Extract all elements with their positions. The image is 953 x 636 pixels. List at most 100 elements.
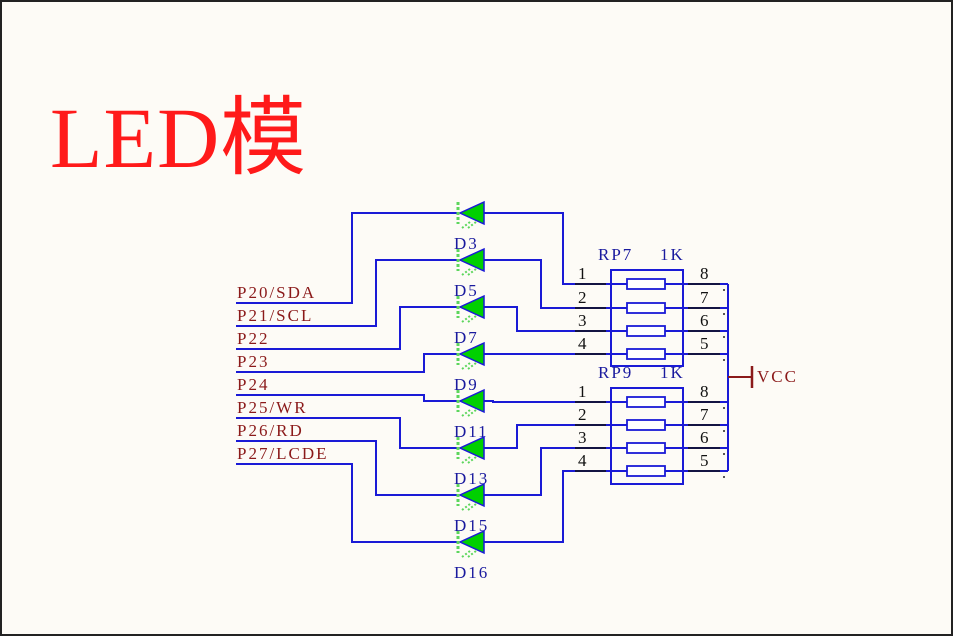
wire-port-7 <box>236 463 458 543</box>
led-ray <box>461 409 471 417</box>
led-d7-icon <box>456 294 485 323</box>
port-label-0: P20/SDA <box>237 283 316 302</box>
led-label-5: D13 <box>454 469 489 488</box>
resistor-pack-ref: RP9 <box>598 363 633 382</box>
pin-number-right: 8 <box>700 382 711 401</box>
led-triangle <box>458 435 485 461</box>
port-label-3: P23 <box>237 352 269 371</box>
pin-dot <box>723 476 725 478</box>
wire-led-1 <box>484 259 606 309</box>
led-ray <box>467 456 477 464</box>
led-label-7: D16 <box>454 563 489 582</box>
pin-number-right: 6 <box>700 428 711 447</box>
resistor-pack-rp7 <box>575 269 728 367</box>
resistor-element <box>626 442 666 454</box>
pin-dot <box>723 430 725 432</box>
pin-dot <box>723 289 725 291</box>
resistor-pack-body <box>610 269 684 367</box>
resistor-pack-body <box>610 387 684 485</box>
pin-number-left: 2 <box>578 288 589 307</box>
resistor-element <box>626 465 666 477</box>
resistor-element <box>626 419 666 431</box>
pin-number-left: 1 <box>578 382 589 401</box>
wire-led-7 <box>484 470 606 543</box>
led-ray <box>467 503 477 511</box>
led-d9-icon <box>456 341 485 370</box>
port-label-6: P26/RD <box>237 421 304 440</box>
led-triangle <box>458 482 485 508</box>
wire-port-5 <box>236 417 458 449</box>
led-triangle <box>458 294 485 320</box>
pin-dot <box>723 359 725 361</box>
port-label-7: P27/LCDE <box>237 444 329 463</box>
pin-number-right: 5 <box>700 334 711 353</box>
resistor-element <box>626 325 666 337</box>
pin-number-left: 4 <box>578 334 589 353</box>
vcc-label: VCC <box>757 367 798 386</box>
led-ray <box>461 362 471 370</box>
led-ray <box>467 315 477 323</box>
led-d5-icon <box>456 247 485 276</box>
wire-led-4 <box>484 400 606 403</box>
pin-number-right: 5 <box>700 451 711 470</box>
led-label-3: D9 <box>454 375 479 394</box>
led-triangle <box>458 529 485 555</box>
port-label-5: P25/WR <box>237 398 308 417</box>
led-label-4: D11 <box>454 422 489 441</box>
resistor-element <box>626 302 666 314</box>
wire-port-0 <box>236 212 458 304</box>
port-label-4: P24 <box>237 375 269 394</box>
wire-led-2 <box>484 306 606 332</box>
pin-dot <box>723 336 725 338</box>
pin-number-left: 3 <box>578 311 589 330</box>
led-ray <box>467 409 477 417</box>
led-d11-icon <box>456 388 485 417</box>
pin-number-right: 7 <box>700 405 711 424</box>
pin-number-left: 2 <box>578 405 589 424</box>
resistor-pack-ref: RP7 <box>598 245 633 264</box>
led-label-1: D5 <box>454 281 479 300</box>
pin-number-left: 4 <box>578 451 589 470</box>
led-d13-icon <box>456 435 485 464</box>
pin-number-right: 8 <box>700 264 711 283</box>
led-ray <box>467 362 477 370</box>
led-ray <box>467 268 477 276</box>
pin-number-left: 1 <box>578 264 589 283</box>
led-ray <box>461 268 471 276</box>
resistor-pack-value: 1K <box>660 363 685 382</box>
port-label-2: P22 <box>237 329 269 348</box>
pin-number-right: 7 <box>700 288 711 307</box>
led-ray <box>467 550 477 558</box>
led-triangle <box>458 200 485 226</box>
resistor-pack-rp9 <box>575 387 728 485</box>
resistor-element <box>626 348 666 360</box>
led-label-0: D3 <box>454 234 479 253</box>
pin-number-left: 3 <box>578 428 589 447</box>
wire-port-6 <box>236 440 458 496</box>
pin-dot <box>723 313 725 315</box>
pin-number-right: 6 <box>700 311 711 330</box>
led-ray <box>461 550 471 558</box>
led-triangle <box>458 341 485 367</box>
pin-dot <box>723 453 725 455</box>
resistor-pack-value: 1K <box>660 245 685 264</box>
led-d16-icon <box>456 529 485 558</box>
led-triangle <box>458 247 485 273</box>
wire-led-5 <box>484 424 606 449</box>
led-d3-icon <box>456 200 485 229</box>
page-title: LED模 <box>50 90 308 186</box>
wire-led-6 <box>484 447 606 496</box>
wire-port-4 <box>236 394 458 402</box>
resistor-element <box>626 396 666 408</box>
wire-port-2 <box>236 306 458 350</box>
led-label-2: D7 <box>454 328 479 347</box>
resistor-element <box>626 278 666 290</box>
led-ray <box>461 221 471 229</box>
led-triangle <box>458 388 485 414</box>
pin-dot <box>723 407 725 409</box>
led-ray <box>461 456 471 464</box>
wire-port-1 <box>236 259 458 327</box>
wire-port-3 <box>236 353 458 373</box>
